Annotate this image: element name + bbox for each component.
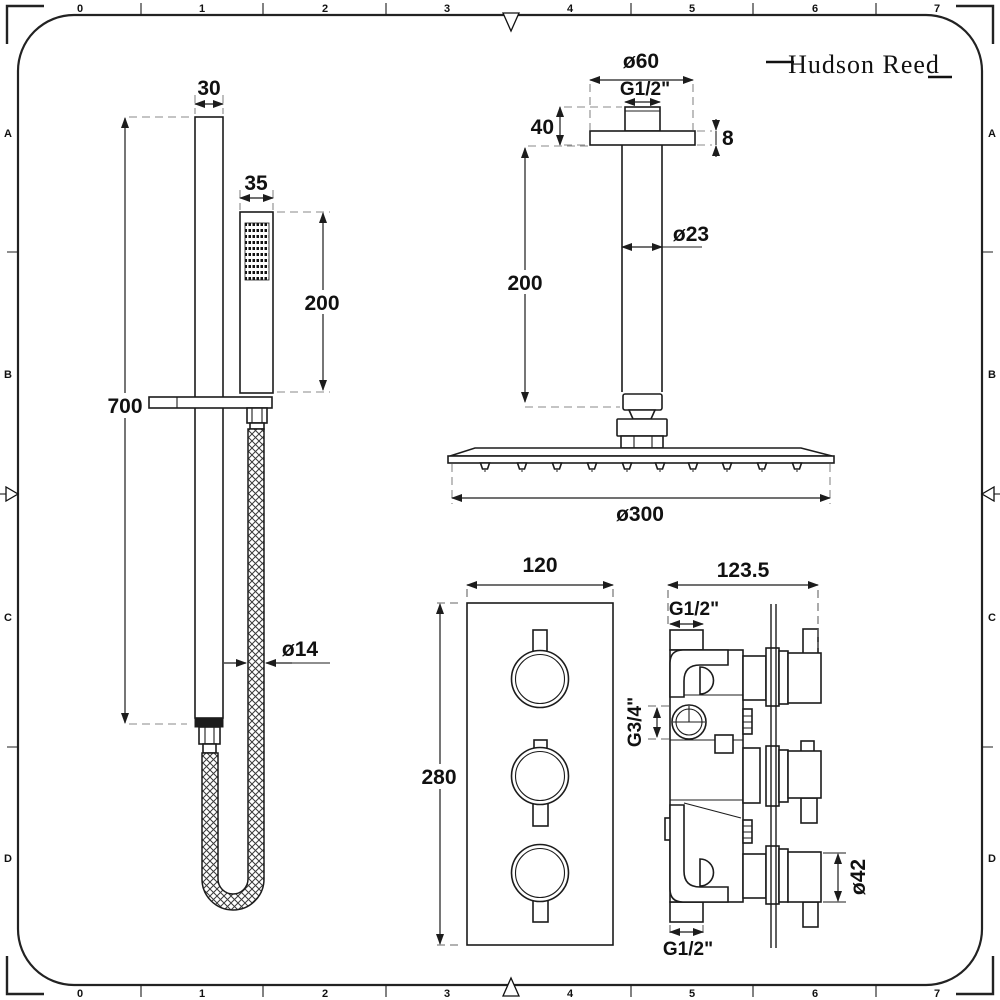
- ruler-right-c: C: [988, 612, 996, 624]
- hose-diameter-label: ø14: [282, 638, 319, 661]
- ruler-bottom-7: 7: [934, 988, 940, 1000]
- ruler-top-7: 7: [934, 3, 940, 15]
- arm-collar: [622, 393, 663, 411]
- ruler-bottom-1: 1: [199, 988, 205, 1000]
- ruler-bottom-5: 5: [689, 988, 695, 1000]
- ceiling-plate: [589, 130, 696, 146]
- head-connector-legs: [620, 435, 664, 449]
- plate-thickness-label: 8: [722, 127, 734, 150]
- corner-mark-top-right: [956, 4, 995, 44]
- ruler-bottom-3: 3: [444, 988, 450, 1000]
- rail-outlet-nut: [198, 726, 221, 745]
- ruler-right-b: B: [988, 369, 996, 381]
- page-frame: 0 1 2 3 4 5 6 7 0 1 2 3 4 5 6 7 A B: [0, 3, 1000, 1000]
- ruler-bottom: 0 1 2 3 4 5 6 7: [77, 976, 940, 1000]
- valve-side-figure: 123.5 G1/2" G3/4" G1/2" ø42: [625, 559, 870, 960]
- arm-length-label: 200: [507, 272, 542, 295]
- shower-head-top: [449, 447, 833, 457]
- shower-head-slab: [447, 455, 835, 464]
- valve-height-label: 280: [421, 766, 456, 789]
- valve-front-figure: 120 280: [416, 554, 614, 946]
- shower-hose: [201, 428, 265, 911]
- handset-length-label: 200: [304, 292, 339, 315]
- valve-side-cartridge-bottom: [742, 845, 822, 928]
- rail-length-label: 700: [107, 395, 142, 418]
- valve-outlet-label: G3/4": [625, 697, 646, 747]
- ruler-top-5: 5: [689, 3, 695, 15]
- valve-knob-diameter-label: ø42: [847, 859, 870, 895]
- ruler-left: A B C D: [0, 128, 20, 865]
- mount-height-label: 40: [531, 116, 554, 139]
- head-diameter-label: ø300: [616, 503, 664, 526]
- slider-bracket: [148, 396, 273, 409]
- slide-rail: [194, 116, 224, 719]
- center-pointer-bottom: [501, 976, 521, 997]
- ruler-left-c: C: [4, 612, 12, 624]
- arm-taper: [627, 409, 657, 420]
- ruler-bottom-2: 2: [322, 988, 328, 1000]
- corner-mark-top-left: [5, 4, 44, 44]
- ruler-bottom-6: 6: [812, 988, 818, 1000]
- valve-knob3: [510, 843, 570, 903]
- ruler-top-6: 6: [812, 3, 818, 15]
- brand-logo: Hudson Reed: [766, 50, 952, 79]
- ruler-bottom-0: 0: [77, 988, 83, 1000]
- valve-side-cartridge-middle: [742, 740, 822, 824]
- handset-spray-face: [244, 222, 270, 281]
- ruler-right-d: D: [988, 853, 996, 865]
- rail-outlet-collar: [202, 743, 217, 754]
- valve-wall-plate: [770, 604, 777, 948]
- ruler-right: A B C D: [980, 128, 1000, 865]
- ruler-top-1: 1: [199, 3, 205, 15]
- handset-width-label: 35: [244, 172, 268, 195]
- valve-top-inlet-label: G1/2": [669, 599, 719, 620]
- brand-logo-text: Hudson Reed: [788, 50, 940, 79]
- ruler-top-2: 2: [322, 3, 328, 15]
- valve-bottom-elbow: [669, 804, 729, 903]
- valve-knob2-handle: [532, 802, 549, 827]
- corner-mark-bottom-right: [956, 956, 995, 996]
- ruler-left-d: D: [4, 853, 12, 865]
- valve-depth-label: 123.5: [717, 559, 770, 582]
- ceiling-arm: [621, 145, 663, 392]
- rail-end-cap: [194, 717, 224, 728]
- arm-diameter-label: ø23: [673, 223, 709, 246]
- ruler-top-0: 0: [77, 3, 83, 15]
- rail-width-label: 30: [197, 77, 220, 100]
- valve-top-inlet: [669, 629, 704, 651]
- valve-width-label: 120: [522, 554, 557, 577]
- ceiling-thread-label: G1/2": [620, 79, 670, 100]
- hand-shower-figure: 30 35 200 700 ø14: [102, 77, 344, 911]
- handset-hose-nut: [246, 407, 268, 424]
- ruler-left-a: A: [4, 128, 12, 140]
- center-pointer-right: [980, 485, 995, 503]
- corner-mark-bottom-left: [5, 956, 44, 996]
- ruler-right-a: A: [988, 128, 996, 140]
- ruler-left-b: B: [4, 369, 12, 381]
- handset-hose-collar: [249, 422, 265, 430]
- ruler-top-4: 4: [567, 3, 574, 15]
- plate-diameter-label: ø60: [623, 50, 659, 73]
- valve-bottom-inlet-label: G1/2": [663, 939, 713, 960]
- valve-top-elbow: [669, 649, 729, 698]
- valve-knob2: [510, 746, 570, 806]
- ceiling-shower-figure: ø60 G1/2" 40 8 200 ø23 ø300: [447, 50, 835, 526]
- shower-head-nozzles: [479, 462, 803, 472]
- center-pointer-top: [501, 12, 521, 33]
- valve-bottom-inlet: [669, 901, 704, 923]
- ruler-top-3: 3: [444, 3, 450, 15]
- ruler-top: 0 1 2 3 4 5 6 7: [77, 3, 940, 33]
- valve-side-cartridge-top: [742, 628, 822, 707]
- head-connector-block: [616, 418, 668, 437]
- ruler-bottom-4: 4: [567, 988, 574, 1000]
- valve-knob1: [510, 649, 570, 709]
- center-pointer-left: [5, 485, 20, 503]
